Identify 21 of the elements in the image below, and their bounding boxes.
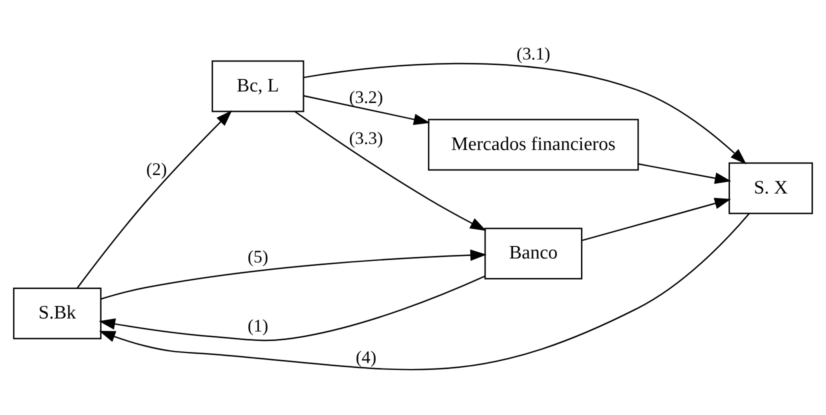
arrow [98, 275, 486, 341]
node-box: S.Bk [13, 287, 102, 339]
node-box: Banco [484, 227, 582, 279]
edge-label: (3.3) [349, 127, 384, 148]
edge-label: (4) [356, 346, 376, 366]
node-box: Mercados financieros [428, 118, 639, 170]
arrow [294, 110, 486, 230]
arrow [303, 62, 746, 164]
edge-label: (3.2) [349, 86, 384, 107]
arrow [99, 212, 750, 370]
edge-label: (3.1) [516, 43, 550, 64]
node-box: Bc, L [212, 60, 304, 112]
node-box: S. X [728, 162, 813, 214]
arrow [638, 162, 732, 184]
arrow [100, 248, 487, 300]
arrow [582, 197, 732, 241]
edge-label: (5) [248, 246, 268, 266]
edge-label: (2) [146, 158, 167, 179]
arrow [76, 110, 232, 288]
edge-label: (1) [248, 315, 268, 336]
arrow [304, 94, 430, 125]
